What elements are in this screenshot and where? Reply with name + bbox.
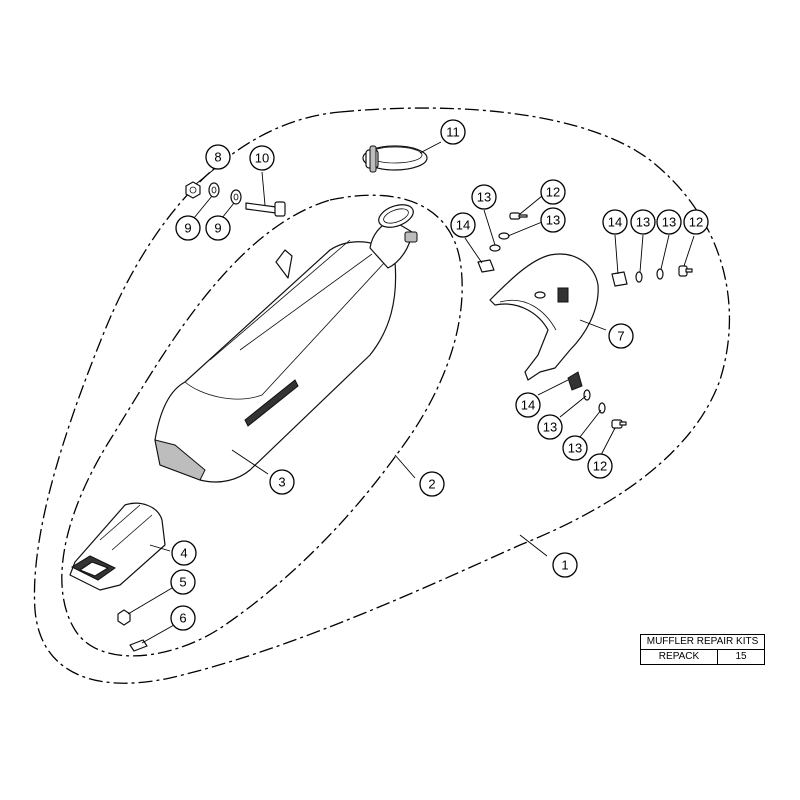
washer-part-9b (230, 189, 242, 205)
nut-part-8 (185, 181, 201, 199)
callout-11: 11 (440, 119, 466, 145)
repair-kit-name: REPACK (640, 649, 718, 665)
svg-text:7: 7 (617, 329, 624, 344)
screw-part-12c (611, 419, 627, 429)
svg-text:14: 14 (521, 398, 535, 413)
callout-13e: 13 (537, 414, 563, 440)
nut-clip-part-14a (477, 259, 495, 273)
screw-part-12b (678, 265, 693, 277)
callout-8: 8 (205, 144, 231, 170)
end-cap-part (69, 502, 166, 591)
callout-12c: 12 (587, 453, 613, 479)
svg-text:9: 9 (184, 221, 191, 236)
callout-13b: 13 (540, 207, 566, 233)
nut-clip-part-14c (567, 371, 583, 391)
svg-text:13: 13 (546, 213, 560, 228)
repair-kits-title: MUFFLER REPAIR KITS (640, 634, 765, 650)
bolt-part-10 (245, 201, 286, 217)
svg-text:11: 11 (446, 125, 460, 140)
washer-part-13a (489, 244, 501, 252)
svg-text:12: 12 (593, 459, 607, 474)
svg-text:12: 12 (546, 185, 560, 200)
callout-13a: 13 (471, 184, 497, 210)
washer-part-13e (583, 389, 591, 401)
washer-part-9a (208, 182, 220, 198)
nut-clip-part-14b (611, 271, 628, 287)
callout-4: 4 (171, 540, 197, 566)
callout-14b: 14 (602, 209, 628, 235)
svg-text:13: 13 (568, 441, 582, 456)
washer-part-13b (498, 232, 510, 240)
svg-text:10: 10 (255, 151, 269, 166)
clamp-part (362, 145, 428, 173)
svg-text:1: 1 (561, 558, 568, 573)
svg-text:14: 14 (608, 215, 622, 230)
svg-text:3: 3 (278, 475, 285, 490)
muffler-part (154, 204, 418, 483)
callout-2: 2 (419, 471, 445, 497)
callout-7: 7 (608, 323, 634, 349)
repair-kit-number: 15 (717, 649, 765, 665)
svg-text:5: 5 (179, 575, 186, 590)
washer-part-13c (635, 271, 643, 283)
bracket-part (489, 253, 599, 381)
svg-text:8: 8 (214, 150, 221, 165)
callout-9a: 9 (175, 215, 201, 241)
repair-kits-row: REPACK 15 (640, 649, 765, 665)
callout-13d: 13 (656, 209, 682, 235)
callout-14c: 14 (515, 392, 541, 418)
svg-text:13: 13 (543, 420, 557, 435)
svg-text:13: 13 (662, 215, 676, 230)
assembly-boundary-2 (61, 194, 463, 657)
callout-5: 5 (170, 569, 196, 595)
svg-text:6: 6 (179, 611, 186, 626)
assembly-boundary-1 (33, 107, 731, 684)
svg-text:13: 13 (636, 215, 650, 230)
callout-1: 1 (552, 552, 578, 578)
svg-text:14: 14 (456, 218, 470, 233)
svg-text:12: 12 (689, 215, 703, 230)
repair-kits-title-row: MUFFLER REPAIR KITS (640, 634, 765, 650)
callout-14a: 14 (450, 212, 476, 238)
callout-13f: 13 (562, 435, 588, 461)
svg-text:13: 13 (477, 190, 491, 205)
screw-part-12a (509, 212, 528, 220)
nut-part-5 (117, 609, 131, 626)
callout-3: 3 (269, 469, 295, 495)
callout-9b: 9 (205, 215, 231, 241)
callout-10: 10 (249, 145, 275, 171)
svg-text:9: 9 (214, 221, 221, 236)
callout-13c: 13 (630, 209, 656, 235)
callout-12b: 12 (683, 209, 709, 235)
repair-kits-table: MUFFLER REPAIR KITS REPACK 15 (640, 634, 765, 665)
callout-6: 6 (170, 605, 196, 631)
svg-text:2: 2 (428, 477, 435, 492)
svg-text:4: 4 (180, 546, 187, 561)
callout-12a: 12 (540, 179, 566, 205)
washer-part-13d (656, 268, 664, 280)
